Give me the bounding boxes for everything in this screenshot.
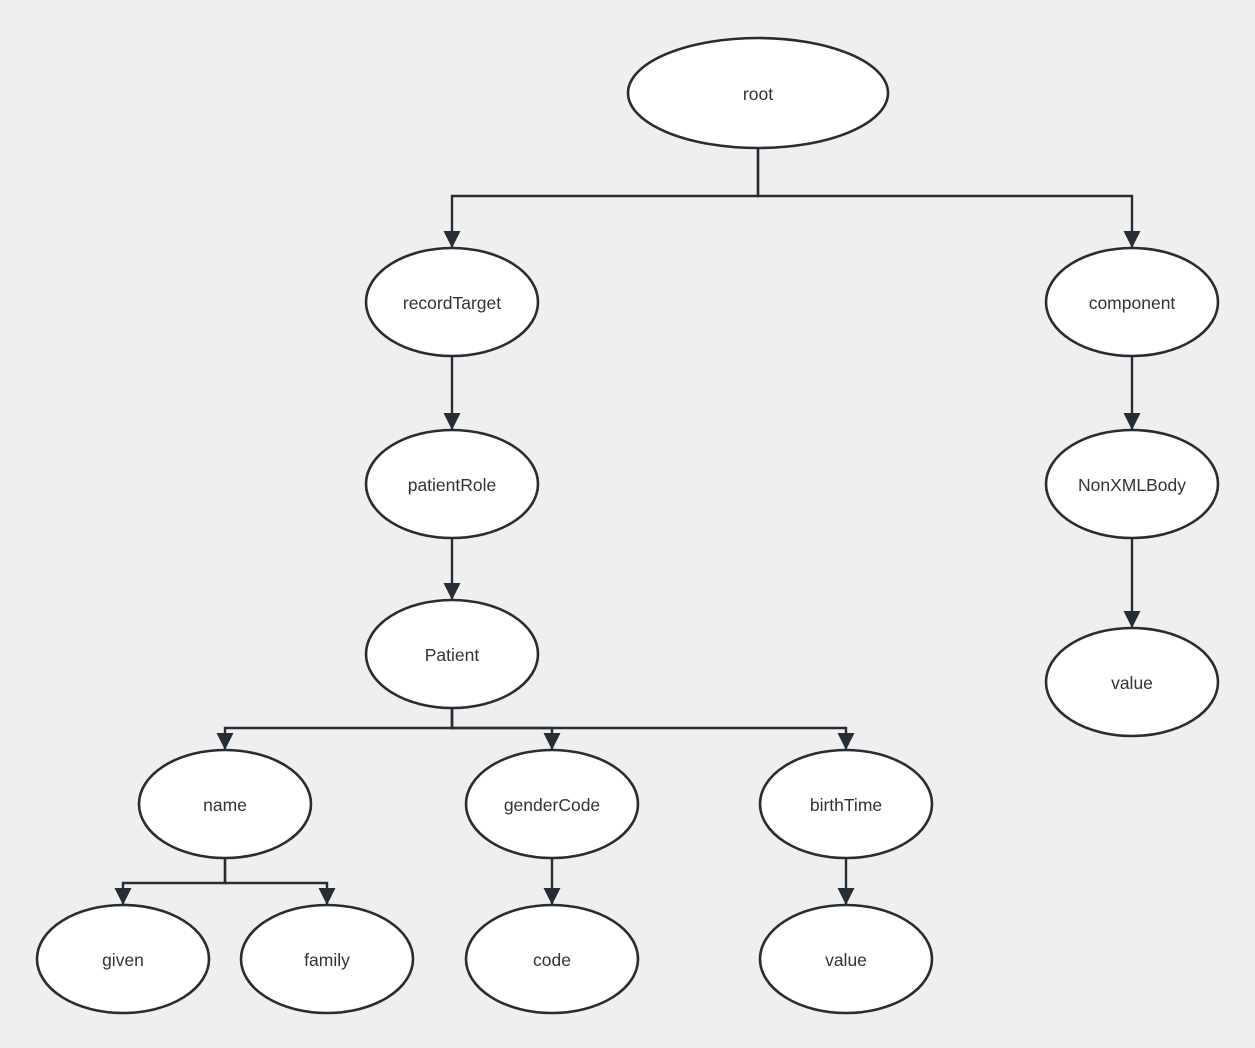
node-valueBirth[interactable]: value [758, 903, 934, 1015]
edge-arrowhead [543, 888, 561, 905]
node-ellipse[interactable] [1044, 428, 1220, 540]
node-ellipse[interactable] [464, 903, 640, 1015]
edge-arrowhead [443, 583, 461, 600]
node-code[interactable]: code [464, 903, 640, 1015]
edge-birthTime-to-valueBirth [837, 858, 855, 905]
node-family[interactable]: family [239, 903, 415, 1015]
node-birthTime[interactable]: birthTime [758, 748, 934, 860]
edge-line [450, 148, 760, 248]
edge-arrowhead [114, 888, 132, 905]
edge-arrowhead [1123, 413, 1141, 430]
node-ellipse[interactable] [364, 246, 540, 358]
node-Patient[interactable]: Patient [364, 598, 540, 710]
node-ellipse[interactable] [364, 428, 540, 540]
edge-arrowhead [443, 231, 461, 248]
edge-arrowhead [1123, 231, 1141, 248]
node-ellipse[interactable] [239, 903, 415, 1015]
edge-line [121, 858, 227, 905]
edge-arrowhead [318, 888, 336, 905]
node-layer: root recordTarget component patientRole NonX… [35, 36, 1220, 1015]
edge-arrowhead [837, 733, 855, 750]
node-ellipse[interactable] [137, 748, 313, 860]
node-valueBody[interactable]: value [1044, 626, 1220, 738]
node-root[interactable]: root [626, 36, 890, 150]
node-given[interactable]: given [35, 903, 211, 1015]
node-ellipse[interactable] [626, 36, 890, 150]
edge-name-to-given [114, 858, 227, 905]
edge-line [756, 148, 1134, 248]
edge-name-to-family [223, 858, 336, 905]
edge-arrowhead [543, 733, 561, 750]
edge-line [450, 708, 848, 750]
edge-root-to-recordTarget [443, 148, 760, 248]
edge-genderCode-to-code [543, 858, 561, 905]
edge-arrowhead [443, 413, 461, 430]
edge-arrowhead [837, 888, 855, 905]
node-ellipse[interactable] [464, 748, 640, 860]
edge-Patient-to-name [216, 708, 454, 750]
edge-Patient-to-birthTime [450, 708, 855, 750]
edge-recordTarget-to-patientRole [443, 356, 461, 430]
node-recordTarget[interactable]: recordTarget [364, 246, 540, 358]
node-ellipse[interactable] [1044, 246, 1220, 358]
edge-arrowhead [1123, 611, 1141, 628]
node-component[interactable]: component [1044, 246, 1220, 358]
node-ellipse[interactable] [35, 903, 211, 1015]
edge-arrowhead [216, 733, 234, 750]
edge-line [223, 858, 329, 905]
node-ellipse[interactable] [758, 748, 934, 860]
edge-root-to-component [756, 148, 1141, 248]
edge-NonXMLBody-to-valueBody [1123, 538, 1141, 628]
edge-patientRole-to-Patient [443, 538, 461, 600]
node-name[interactable]: name [137, 748, 313, 860]
node-NonXMLBody[interactable]: NonXMLBody [1044, 428, 1220, 540]
node-genderCode[interactable]: genderCode [464, 748, 640, 860]
node-patientRole[interactable]: patientRole [364, 428, 540, 540]
node-ellipse[interactable] [364, 598, 540, 710]
node-ellipse[interactable] [758, 903, 934, 1015]
edge-layer [114, 148, 1141, 905]
edge-component-to-NonXMLBody [1123, 356, 1141, 430]
node-ellipse[interactable] [1044, 626, 1220, 738]
edge-line [223, 708, 454, 750]
